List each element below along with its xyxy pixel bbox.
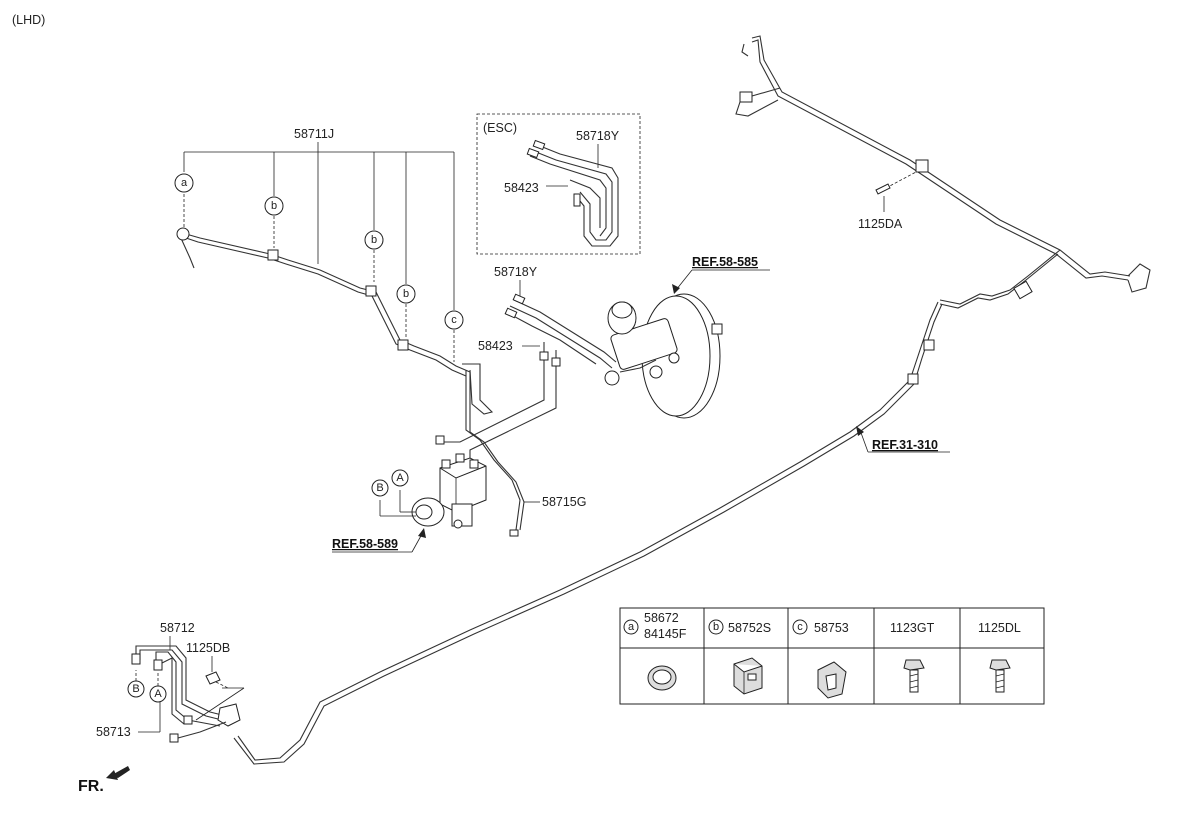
marker-A-hecu: A [391, 469, 409, 487]
svg-text:b: b [713, 621, 719, 633]
tube-58715G[interactable]: 58715G [524, 495, 586, 509]
ref-58-589[interactable]: REF.58-589 [332, 528, 426, 553]
legend-col-b: b 58752S [708, 619, 771, 695]
esc-58718Y: 58718Y [576, 129, 620, 143]
svg-text:a: a [181, 177, 188, 189]
label-1125DA: 1125DA [858, 217, 903, 231]
legend-1125DL-part: 1125DL [978, 621, 1021, 635]
parts-legend-table: a 58672 84145F b 58752S c 58753 [619, 607, 1045, 705]
legend-b-part: 58752S [728, 621, 771, 635]
legend-col-c: c 58753 [792, 619, 849, 699]
marker-b3: b [396, 284, 416, 304]
esc-inset[interactable]: (ESC) 58718Y 58423 [476, 113, 641, 255]
fr-label: FR. [78, 778, 104, 795]
label-58713: 58713 [96, 725, 131, 739]
label-58711J: 58711J [294, 127, 334, 141]
marker-B-hecu: B [371, 479, 389, 497]
legend-c-part: 58753 [814, 621, 849, 635]
marker-b1: b [264, 196, 284, 216]
ref-31-310-label: REF.31-310 [872, 438, 938, 452]
marker-A-front: A [149, 685, 167, 703]
legend-col-1125DL: 1125DL [978, 621, 1021, 693]
lhd-label: (LHD) [12, 13, 45, 27]
svg-text:A: A [154, 688, 162, 700]
master-cylinder-lines[interactable]: 58718Y 58423 [435, 265, 617, 466]
ref-58-589-label: REF.58-589 [332, 537, 398, 551]
legend-col-a: a 58672 84145F [623, 611, 687, 691]
ref-31-310[interactable]: REF.31-310 [856, 426, 950, 453]
esc-58423: 58423 [504, 181, 539, 195]
label-58715G: 58715G [542, 495, 586, 509]
front-direction-marker: FR. [78, 766, 130, 795]
marker-c: c [444, 310, 464, 330]
bolt-icon [989, 659, 1011, 693]
svg-text:B: B [376, 482, 383, 494]
main-brake-line[interactable] [233, 35, 1151, 765]
svg-text:a: a [628, 621, 635, 633]
legend-a-part1: 58672 [644, 611, 679, 625]
legend-col-1123GT: 1123GT [890, 621, 935, 693]
label-58712: 58712 [160, 621, 195, 635]
svg-text:A: A [396, 472, 404, 484]
main-58718Y: 58718Y [494, 265, 538, 279]
bolt-1125DB[interactable]: 1125DB [186, 641, 245, 721]
legend-a-part2: 84145F [644, 627, 687, 641]
svg-text:b: b [403, 288, 409, 300]
svg-text:B: B [132, 683, 139, 695]
marker-B-front: B [127, 680, 145, 698]
clip-icon [733, 657, 763, 695]
clip-1125DA[interactable]: 1125DA [858, 171, 917, 231]
clamp-icon [817, 661, 847, 699]
svg-text:b: b [371, 234, 377, 246]
svg-text:b: b [271, 200, 277, 212]
bolt-icon [903, 659, 925, 693]
svg-text:c: c [797, 621, 803, 633]
label-1125DB: 1125DB [186, 641, 230, 655]
marker-a: a [174, 173, 194, 193]
svg-text:c: c [451, 314, 457, 326]
brake-booster-assembly[interactable] [604, 293, 723, 419]
front-lines-58712-58713[interactable]: 58712 58713 B A [96, 621, 241, 743]
grommet-icon [647, 665, 677, 691]
esc-label: (ESC) [483, 121, 517, 135]
legend-1123GT-part: 1123GT [890, 621, 935, 635]
marker-b2: b [364, 230, 384, 250]
ref-58-585[interactable]: REF.58-585 [672, 255, 770, 294]
main-58423: 58423 [478, 339, 513, 353]
hecu-unit[interactable]: B A [371, 453, 487, 529]
ref-58-585-label: REF.58-585 [692, 255, 758, 269]
